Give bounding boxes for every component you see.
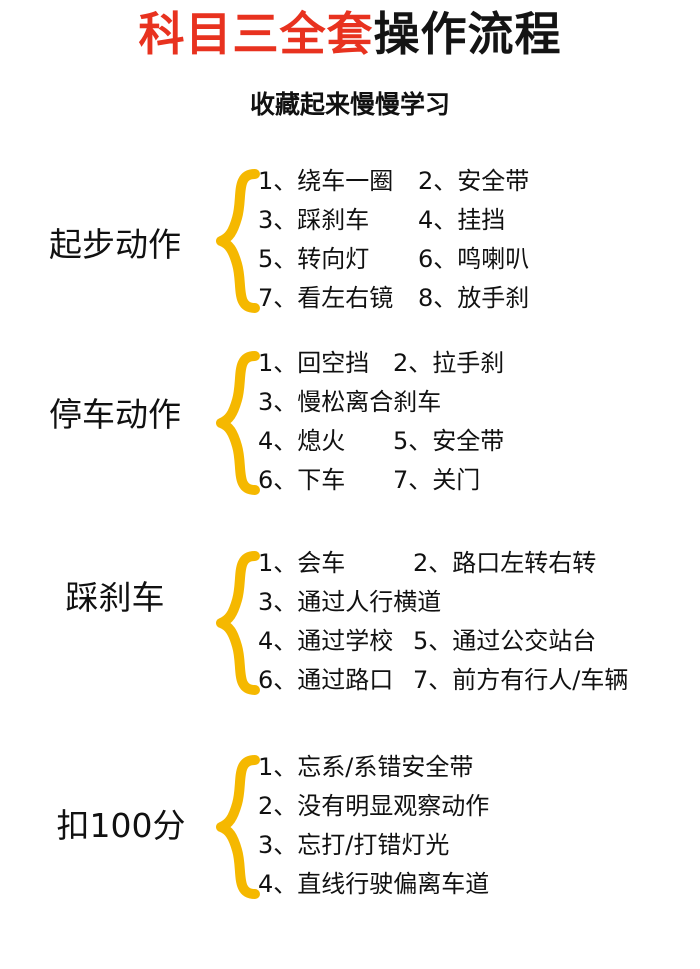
list-item: 1、忘系/系错安全带 xyxy=(258,748,489,787)
item-text: 2、没有明显观察动作 xyxy=(258,792,490,820)
page-subtitle: 收藏起来慢慢学习 xyxy=(249,90,450,119)
item-list: 1、会车 2、路口左转右转 3、通过人行横道 4、通过学校 5、通过公交站台 6、通… xyxy=(258,544,628,700)
item-text: 4、直线行驶偏离车道 xyxy=(258,870,490,898)
item-text: 1、回空挡 xyxy=(258,349,370,377)
item-text: 6、鸣喇叭 xyxy=(418,245,530,273)
category-label: 起步动作 xyxy=(49,225,181,264)
item-text: 3、通过人行横道 xyxy=(258,588,442,616)
curly-brace-icon xyxy=(216,351,260,495)
item-text: 3、慢松离合刹车 xyxy=(258,388,442,416)
list-item: 1、回空挡 2、拉手刹 xyxy=(258,344,504,383)
curly-brace-icon xyxy=(216,755,260,899)
item-text: 1、绕车一圈 xyxy=(258,167,394,195)
item-text: 4、挂挡 xyxy=(418,206,506,234)
item-text: 6、下车 xyxy=(258,466,346,494)
category-label: 踩刹车 xyxy=(65,578,165,617)
section-stop-actions: 停车动作 1、回空挡 2、拉手刹 3、慢松离合刹车 4、熄火 5、安全带 6、下车 7… xyxy=(0,344,700,504)
list-item: 1、绕车一圈 2、安全带 xyxy=(258,162,529,201)
list-item: 3、通过人行横道 xyxy=(258,583,628,622)
item-text: 4、通过学校 xyxy=(258,627,394,655)
list-item: 3、踩刹车 4、挂挡 xyxy=(258,201,529,240)
section-brake: 踩刹车 1、会车 2、路口左转右转 3、通过人行横道 4、通过学校 5、通过公交站台… xyxy=(0,544,700,704)
curly-brace-icon xyxy=(216,169,260,313)
list-item: 5、转向灯 6、鸣喇叭 xyxy=(258,240,529,279)
list-item: 1、会车 2、路口左转右转 xyxy=(258,544,628,583)
item-list: 1、忘系/系错安全带 2、没有明显观察动作 3、忘打/打错灯光 4、直线行驶偏离… xyxy=(258,748,489,904)
list-item: 4、直线行驶偏离车道 xyxy=(258,865,489,904)
item-text: 6、通过路口 xyxy=(258,666,394,694)
category-label: 扣100分 xyxy=(56,806,186,845)
list-item: 6、通过路口 7、前方有行人/车辆 xyxy=(258,661,628,700)
item-text: 5、安全带 xyxy=(393,427,505,455)
item-text: 2、拉手刹 xyxy=(393,349,505,377)
item-text: 2、安全带 xyxy=(418,167,530,195)
item-list: 1、回空挡 2、拉手刹 3、慢松离合刹车 4、熄火 5、安全带 6、下车 7、关门 xyxy=(258,344,504,500)
title-highlight-2: 操作流程 xyxy=(373,7,562,61)
item-text: 5、转向灯 xyxy=(258,245,370,273)
list-item: 3、忘打/打错灯光 xyxy=(258,826,489,865)
item-text: 7、关门 xyxy=(393,466,481,494)
item-text: 2、路口左转右转 xyxy=(413,549,597,577)
category-label: 停车动作 xyxy=(49,395,181,434)
page-title: 科目三全套操作流程 xyxy=(0,6,700,62)
list-item: 6、下车 7、关门 xyxy=(258,461,504,500)
item-text: 1、忘系/系错安全带 xyxy=(258,753,474,781)
list-item: 3、慢松离合刹车 xyxy=(258,383,504,422)
section-start-actions: 起步动作 1、绕车一圈 2、安全带 3、踩刹车 4、挂挡 5、转向灯 6、鸣喇叭 7、… xyxy=(0,162,700,322)
item-list: 1、绕车一圈 2、安全带 3、踩刹车 4、挂挡 5、转向灯 6、鸣喇叭 7、看左右镜 8… xyxy=(258,162,529,318)
list-item: 4、熄火 5、安全带 xyxy=(258,422,504,461)
item-text: 5、通过公交站台 xyxy=(413,627,597,655)
item-text: 7、前方有行人/车辆 xyxy=(413,666,629,694)
item-text: 1、会车 xyxy=(258,549,346,577)
item-text: 3、踩刹车 xyxy=(258,206,370,234)
item-text: 8、放手刹 xyxy=(418,284,530,312)
item-text: 3、忘打/打错灯光 xyxy=(258,831,450,859)
item-text: 7、看左右镜 xyxy=(258,284,394,312)
list-item: 7、看左右镜 8、放手刹 xyxy=(258,279,529,318)
list-item: 4、通过学校 5、通过公交站台 xyxy=(258,622,628,661)
curly-brace-icon xyxy=(216,551,260,695)
list-item: 2、没有明显观察动作 xyxy=(258,787,489,826)
section-deduct-100: 扣100分 1、忘系/系错安全带 2、没有明显观察动作 3、忘打/打错灯光 4、… xyxy=(0,748,700,908)
item-text: 4、熄火 xyxy=(258,427,346,455)
title-highlight-1: 科目三全套 xyxy=(138,7,374,61)
